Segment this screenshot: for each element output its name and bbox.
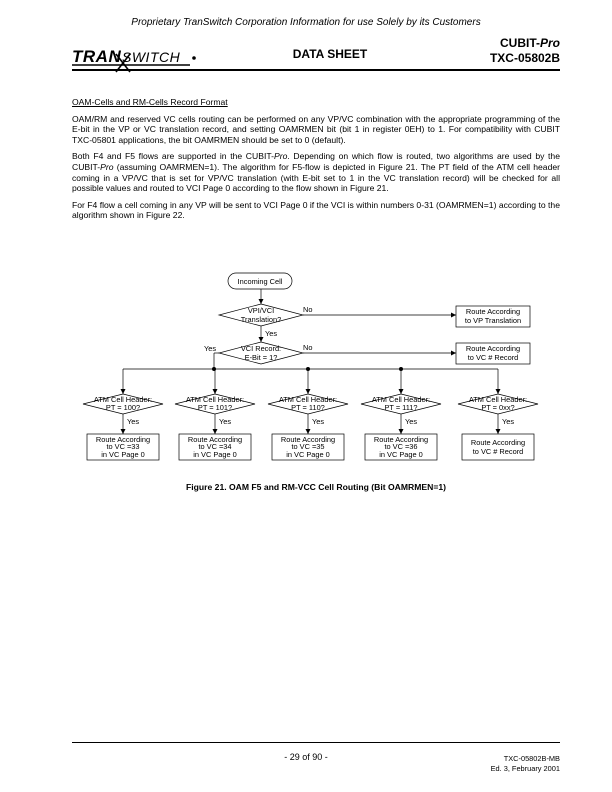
label-yes-pt111: Yes <box>405 417 417 426</box>
route35-line2: to VC =35 <box>291 442 324 451</box>
footer-doc-ref: TXC-05802B-MB <box>503 754 560 763</box>
label-yes-pt101: Yes <box>219 417 231 426</box>
pt-111-line1: ATM Cell Header: <box>372 395 430 404</box>
label-no-1: No <box>303 305 312 314</box>
route33-line3: in VC Page 0 <box>101 450 145 459</box>
document-type: DATA SHEET <box>292 47 368 61</box>
footer-doc-info: TXC-05802B-MB Ed. 3, February 2001 <box>491 754 560 774</box>
product-id: CUBIT-Pro TXC-05802B <box>490 36 560 66</box>
label-yes-1: Yes <box>265 329 277 338</box>
footer-rule <box>72 742 560 743</box>
pt-110-line2: PT = 110? <box>291 403 325 412</box>
route-vp-line1: Route According <box>466 307 520 316</box>
d2-line1: VCI Record: <box>241 344 281 353</box>
route33-line2: to VC =33 <box>106 442 139 451</box>
flowchart-figure-21: Incoming Cell VPI/VCI Translation? VCI R… <box>82 272 539 461</box>
start-label: Incoming Cell <box>238 277 283 286</box>
d2-line2: E-Bit = 1? <box>245 353 278 362</box>
route34-line2: to VC =34 <box>198 442 231 451</box>
svg-text:TRAN: TRAN <box>72 47 121 66</box>
confidential-notice: Proprietary TranSwitch Corporation Infor… <box>131 17 481 28</box>
route-vcrec2-line1: Route According <box>471 438 525 447</box>
label-yes-2: Yes <box>204 344 216 353</box>
figure-caption: Figure 21. OAM F5 and RM-VCC Cell Routin… <box>186 482 446 492</box>
route36-line3: in VC Page 0 <box>379 450 423 459</box>
d1-line1: VPI/VCI <box>248 306 274 315</box>
pt-111-line2: PT = 111? <box>384 403 417 412</box>
product-name: CUBIT- <box>499 36 540 50</box>
d1-line2: Translation? <box>241 315 281 324</box>
route34-line1: Route According <box>188 435 242 444</box>
doc-number: TXC-05802B <box>489 51 560 65</box>
paragraph-1: OAM/RM and reserved VC cells routing can… <box>72 113 560 145</box>
header-rule <box>72 69 560 71</box>
route-vp-box <box>455 305 531 328</box>
route36-line2: to VC =36 <box>384 442 417 451</box>
pt-0xx-line2: PT = 0xx? <box>481 403 514 412</box>
route-vp-line2: to VP Translation <box>465 316 521 325</box>
route33-line1: Route According <box>96 435 150 444</box>
pt-100-line1: ATM Cell Header: <box>94 395 152 404</box>
pt-101-line2: PT = 101? <box>198 403 232 412</box>
route-vcrec-line1: Route According <box>466 344 520 353</box>
label-yes-pt100: Yes <box>127 417 139 426</box>
product-suffix: Pro <box>539 36 560 50</box>
section-title: OAM-Cells and RM-Cells Record Format <box>72 97 228 107</box>
pt-101-line1: ATM Cell Header: <box>186 395 244 404</box>
route-vc-record-box <box>455 342 531 365</box>
route-vcrec-line2: to VC # Record <box>468 353 519 362</box>
route35-line3: in VC Page 0 <box>286 450 330 459</box>
route34-line3: in VC Page 0 <box>193 450 237 459</box>
route35-line1: Route According <box>281 435 335 444</box>
footer-edition: Ed. 3, February 2001 <box>490 764 560 773</box>
route-vcrec2-line2: to VC # Record <box>473 447 524 456</box>
page-content: OAM-Cells and RM-Cells Record Format OAM… <box>72 97 560 227</box>
label-yes-pt110: Yes <box>312 417 324 426</box>
page-number: - 29 of 90 - <box>284 752 328 762</box>
route36-line1: Route According <box>374 435 428 444</box>
label-yes-pt0xx: Yes <box>502 417 514 426</box>
decision-ebit <box>217 341 305 365</box>
label-no-2: No <box>303 343 312 352</box>
pt-0xx-line1: ATM Cell Header: <box>469 395 527 404</box>
start-terminal <box>227 272 293 290</box>
svg-text:SWITCH: SWITCH <box>122 49 181 65</box>
paragraph-3: For F4 flow a cell coming in any VP will… <box>72 199 560 221</box>
paragraph-2: Both F4 and F5 flows are supported in th… <box>72 151 560 194</box>
pt-100-line2: PT = 100? <box>106 403 140 412</box>
pt-110-line1: ATM Cell Header: <box>279 395 337 404</box>
